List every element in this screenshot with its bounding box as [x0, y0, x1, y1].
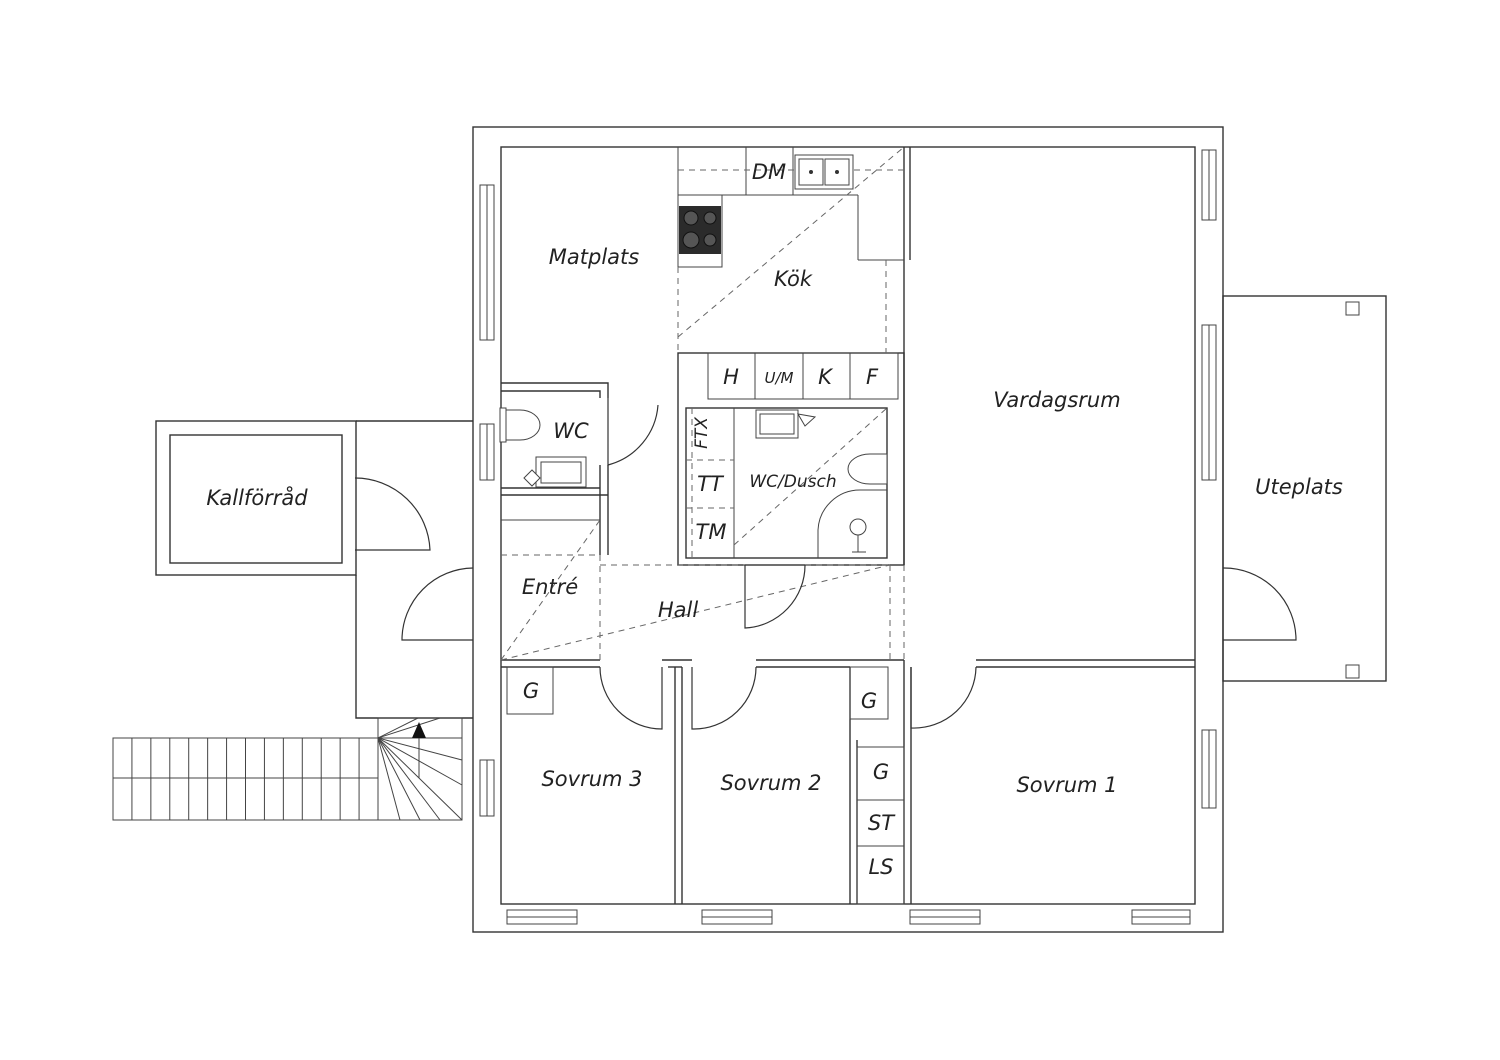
kallforrad-structure — [155, 420, 473, 719]
fixture-label-ftx: FTX — [692, 417, 712, 449]
sink-icon — [755, 409, 817, 439]
stair-winder — [377, 737, 463, 786]
room-label-uteplats: Uteplats — [1255, 475, 1343, 499]
room-label-kok: Kök — [774, 267, 813, 291]
stove-icon — [679, 206, 721, 254]
room-label-hall: Hall — [658, 598, 698, 622]
stair-winder — [377, 737, 401, 821]
room-label-wc: WC — [553, 419, 589, 443]
fixture-labels: DM H U/M K F FTX TT TM G G G ST LS — [523, 160, 896, 879]
fixture-label-ls: LS — [868, 855, 893, 879]
toilet-icon — [499, 407, 541, 443]
stair-winder — [377, 737, 441, 821]
stair-arrow-icon — [412, 722, 426, 738]
fixture-label-f: F — [866, 365, 879, 389]
fixture-label-um: U/M — [765, 369, 794, 387]
fixture-label-k: K — [818, 365, 834, 389]
fixture-label-tm: TM — [696, 520, 727, 544]
room-label-kallforrad: Kallförråd — [206, 485, 308, 510]
sink-icon — [794, 154, 854, 190]
stair-winder — [377, 717, 441, 739]
room-label-entre: Entré — [522, 575, 578, 599]
room-label-matplats: Matplats — [549, 245, 639, 269]
toilet-icon — [847, 453, 888, 485]
fixture-label-g-closet: G — [873, 760, 889, 784]
room-label-wc-dusch: WC/Dusch — [749, 472, 836, 492]
room-label-vardagsrum: Vardagsrum — [993, 388, 1120, 412]
stairs — [112, 717, 463, 821]
stair-winder — [377, 737, 463, 761]
shower-icon — [817, 489, 887, 558]
fixture-label-dm: DM — [752, 160, 786, 184]
dashed-zone-lines — [500, 146, 905, 661]
room-label-sovrum3: Sovrum 3 — [541, 767, 642, 791]
fixture-label-h: H — [723, 365, 739, 389]
sink-icon — [523, 456, 587, 488]
room-label-sovrum1: Sovrum 1 — [1016, 773, 1117, 797]
stair-winder — [377, 717, 419, 739]
stair-winder — [377, 737, 421, 821]
fixture-label-g-sovrum3: G — [523, 679, 539, 703]
fixture-label-st: ST — [868, 811, 896, 835]
interior-walls — [501, 147, 1195, 905]
room-label-sovrum2: Sovrum 2 — [720, 771, 821, 795]
doors — [354, 398, 1297, 730]
stair-winder — [377, 737, 463, 821]
windows — [479, 149, 1217, 925]
uteplats-deck — [1222, 295, 1387, 682]
fixture-label-g-sovrum2: G — [861, 689, 877, 713]
fixture-label-tt: TT — [697, 472, 725, 496]
room-labels: Matplats Kök Vardagsrum WC WC/Dusch Kall… — [206, 245, 1343, 797]
